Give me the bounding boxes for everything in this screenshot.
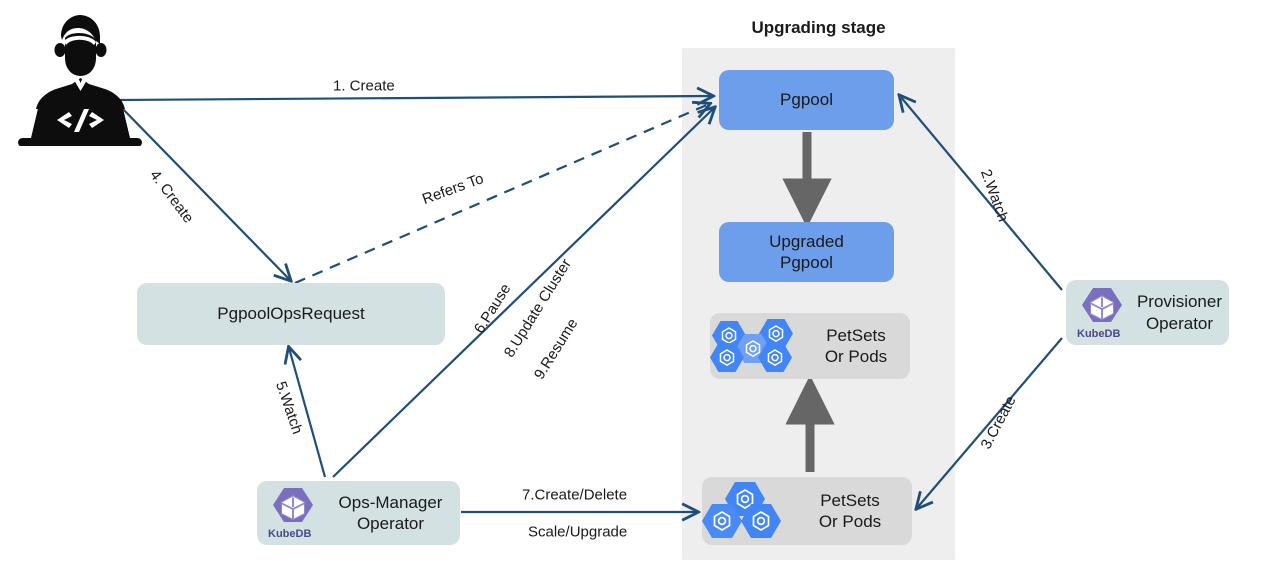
node-provisioner-operator-label: Provisioner Operator bbox=[1136, 292, 1223, 333]
node-ops-manager-operator[interactable]: KubeDB Ops-Manager Operator bbox=[257, 481, 460, 545]
edge-label-9-resume: 9.Resume bbox=[530, 315, 582, 383]
node-petsets-or-pods-top-label: PetSets Or Pods bbox=[824, 325, 888, 366]
edge-developer-to-pgpool bbox=[114, 96, 712, 100]
edge-label-4-create: 4. Create bbox=[146, 166, 197, 227]
kubedb-logo-icon: KubeDB bbox=[1076, 286, 1128, 340]
edge-label-refers-to: Refers To bbox=[420, 170, 486, 208]
node-pgpoolopsrequest[interactable]: PgpoolOpsRequest bbox=[137, 283, 445, 345]
pod-cluster-icon bbox=[702, 482, 782, 540]
edge-label-5-watch: 5.Watch bbox=[271, 379, 306, 437]
node-ops-manager-operator-label: Ops-Manager Operator bbox=[338, 492, 443, 533]
edge-label-scale-upgrade: Scale/Upgrade bbox=[528, 523, 628, 541]
edge-label-7-create-delete: 7.Create/Delete bbox=[522, 486, 628, 504]
node-upgraded-pgpool-label: Upgraded Pgpool bbox=[769, 231, 844, 272]
node-provisioner-operator[interactable]: KubeDB Provisioner Operator bbox=[1066, 280, 1229, 345]
kubedb-logo-icon: KubeDB bbox=[267, 486, 319, 540]
edge-label-2-watch: 2.Watch bbox=[977, 167, 1012, 225]
edge-pgpoolopsrequest-refers-pgpool bbox=[294, 104, 709, 285]
upgrading-stage-title: Upgrading stage bbox=[751, 18, 886, 37]
svg-text:KubeDB: KubeDB bbox=[268, 528, 311, 540]
node-petsets-or-pods-top[interactable]: PetSets Or Pods bbox=[710, 313, 910, 379]
node-pgpool-label: Pgpool bbox=[780, 90, 833, 110]
node-petsets-or-pods-bottom-label: PetSets Or Pods bbox=[818, 490, 882, 531]
node-pgpool[interactable]: Pgpool bbox=[719, 70, 894, 130]
node-petsets-or-pods-bottom[interactable]: PetSets Or Pods bbox=[702, 477, 912, 545]
node-upgraded-pgpool[interactable]: Upgraded Pgpool bbox=[719, 222, 894, 282]
svg-text:KubeDB: KubeDB bbox=[1077, 328, 1120, 340]
edge-label-1-create: 1. Create bbox=[333, 77, 395, 95]
edge-label-3-create: 3.Create bbox=[977, 393, 1020, 452]
edge-label-6-pause: 6.Pause bbox=[470, 280, 515, 337]
node-pgpoolopsrequest-label: PgpoolOpsRequest bbox=[217, 304, 365, 324]
pod-cluster-icon bbox=[710, 317, 796, 375]
developer-at-laptop-icon bbox=[12, 14, 148, 146]
